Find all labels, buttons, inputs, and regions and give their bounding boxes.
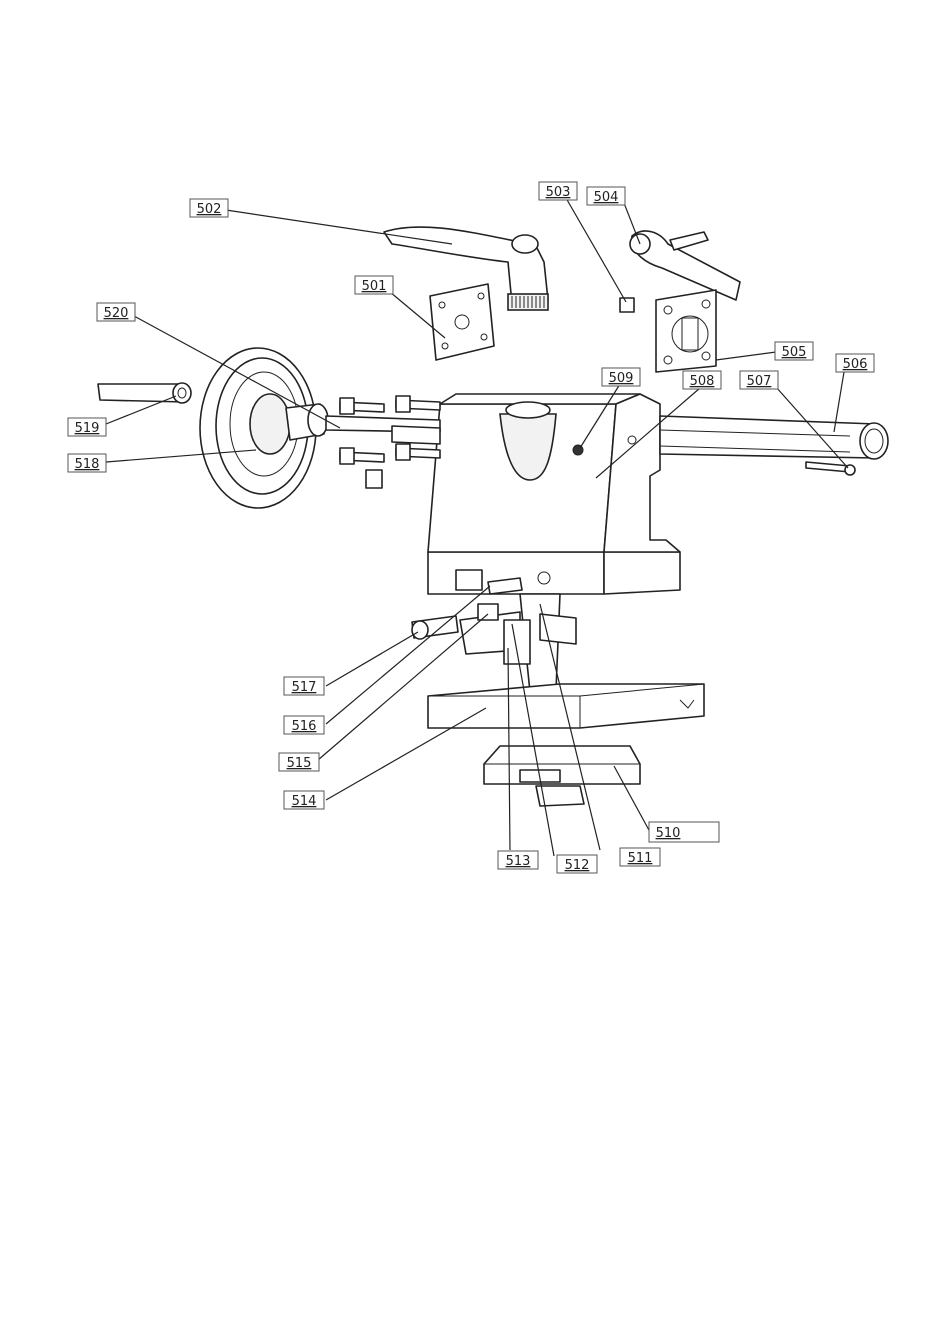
- part-508-main-housing: [428, 394, 680, 594]
- part-label-517: 517: [284, 677, 324, 695]
- part-505-bracket-plate: [656, 290, 716, 372]
- part-label-503-text: 503: [546, 185, 571, 200]
- part-label-501: 501: [355, 276, 393, 294]
- part-514-slide-plate: [428, 684, 704, 728]
- part-label-513-text: 513: [506, 854, 531, 869]
- part-510-base-plate: [484, 746, 640, 806]
- part-label-508: 508: [683, 371, 721, 389]
- part-519-handle-grip: [98, 383, 191, 403]
- part-label-520: 520: [97, 303, 135, 321]
- part-label-507: 507: [740, 371, 778, 389]
- part-label-505: 505: [775, 342, 813, 360]
- part-label-515: 515: [279, 753, 319, 771]
- part-label-502-text: 502: [197, 202, 222, 217]
- part-label-510: 510: [649, 822, 719, 842]
- part-label-507-text: 507: [747, 374, 772, 389]
- part-504-lever-handle: [630, 231, 740, 300]
- part-label-513: 513: [498, 851, 538, 869]
- part-501-square-plate: [430, 284, 494, 360]
- part-label-516-text: 516: [292, 719, 317, 734]
- part-label-501-text: 501: [362, 279, 387, 294]
- part-label-518: 518: [68, 454, 106, 472]
- part-label-506: 506: [836, 354, 874, 372]
- part-label-512-text: 512: [565, 858, 590, 873]
- part-label-514: 514: [284, 791, 324, 809]
- part-label-518-text: 518: [75, 457, 100, 472]
- part-label-520-text: 520: [104, 306, 129, 321]
- part-label-504-text: 504: [594, 190, 619, 205]
- part-label-519: 519: [68, 418, 106, 436]
- part-label-505-text: 505: [782, 345, 807, 360]
- part-label-509: 509: [602, 368, 640, 386]
- part-label-508-text: 508: [690, 374, 715, 389]
- part-label-514-text: 514: [292, 794, 317, 809]
- part-503-small-block: [620, 298, 634, 312]
- part-label-509-text: 509: [609, 371, 634, 386]
- part-label-517-text: 517: [292, 680, 317, 695]
- fastener-screws: [340, 396, 440, 488]
- part-label-506-text: 506: [843, 357, 868, 372]
- part-label-511: 511: [620, 848, 660, 866]
- part-label-510-text: 510: [656, 826, 681, 841]
- part-label-502: 502: [190, 199, 228, 217]
- part-label-504: 504: [587, 187, 625, 205]
- part-label-516: 516: [284, 716, 324, 734]
- part-label-519-text: 519: [75, 421, 100, 436]
- part-506-shaft: [660, 416, 888, 475]
- part-label-511-text: 511: [628, 851, 653, 866]
- part-label-503: 503: [539, 182, 577, 200]
- lower-adjustment-assembly: [412, 578, 576, 692]
- part-label-515-text: 515: [287, 756, 312, 771]
- part-label-512: 512: [557, 855, 597, 873]
